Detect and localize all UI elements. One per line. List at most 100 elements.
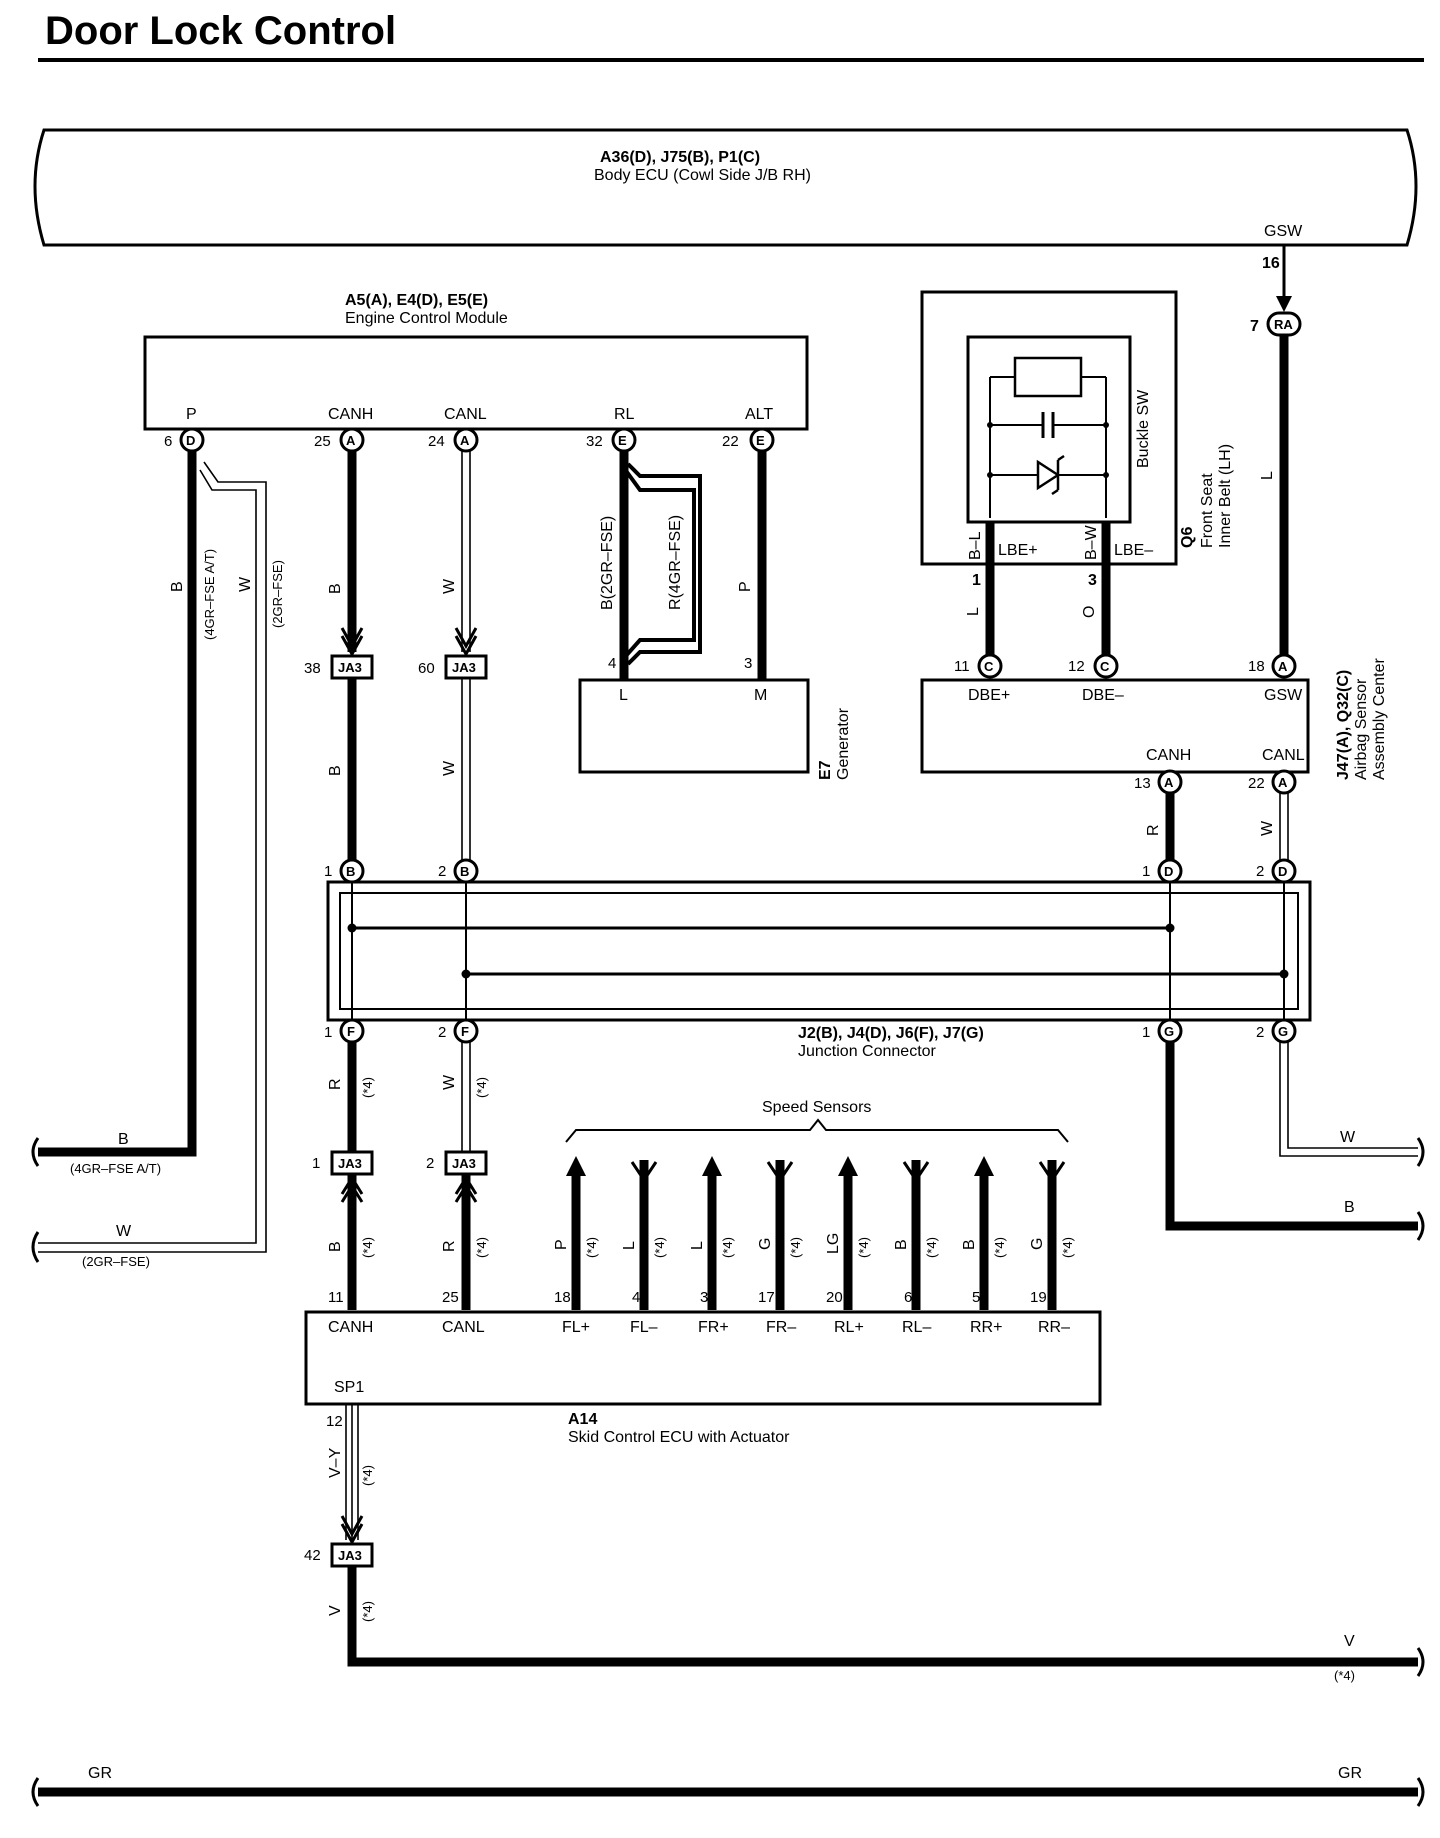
ecm-p-wire-note: (4GR–FSE A/T): [202, 549, 217, 640]
v-wire: [347, 1566, 1418, 1667]
left-w-break: [31, 1231, 40, 1263]
skid-term-2: FR+: [698, 1319, 729, 1336]
skid-sp1-pin: 12: [326, 1413, 343, 1430]
ja3-60: 60 JA3: [418, 654, 488, 680]
junction-f1-color: R: [327, 1078, 344, 1090]
ecm-pin-canh: 25 A: [314, 427, 365, 453]
junction-f2-color: W: [441, 1074, 458, 1090]
skid-term-5: RL–: [902, 1319, 931, 1336]
buckle-pin3: 3: [1088, 572, 1097, 589]
svg-text:2: 2: [1256, 863, 1264, 880]
airbag-canh-color: R: [1145, 824, 1162, 836]
speed-pin-3: 17: [758, 1289, 775, 1306]
skid-term-canl: CANL: [442, 1319, 485, 1336]
svg-text:13: 13: [1134, 775, 1151, 792]
junction-pin-d1: 1 D: [1142, 858, 1183, 884]
buckle-term2: LBE–: [1114, 542, 1153, 559]
junction-pin-g1: 1 G: [1142, 1018, 1183, 1044]
ja3-38: 38 JA3: [304, 654, 374, 680]
ecm-w-wire-color: W: [237, 576, 254, 592]
svg-text:2: 2: [1256, 1024, 1264, 1041]
speed-pin-6: 5: [972, 1289, 980, 1306]
svg-text:A: A: [346, 433, 356, 448]
junction-pin-b2: 2 B: [438, 858, 479, 884]
right-w-color: W: [1340, 1129, 1356, 1146]
buckle-sw-label: Buckle SW: [1135, 389, 1152, 468]
svg-text:B: B: [460, 864, 469, 879]
skid-canl-pin: 25: [442, 1289, 459, 1306]
junction-pin-f2: 2 F: [438, 1018, 479, 1044]
svg-text:2: 2: [438, 1024, 446, 1041]
svg-text:G: G: [1164, 1024, 1174, 1039]
svg-text:A: A: [460, 433, 470, 448]
v-wire-color: V: [327, 1605, 344, 1616]
gen-pin-m: 3: [744, 655, 752, 672]
svg-text:JA3: JA3: [338, 1548, 362, 1563]
buckle-outer-box: [920, 290, 1178, 566]
right-b-break: [1416, 1211, 1425, 1241]
ja3-2-wire-color: R: [441, 1240, 458, 1252]
speed-note-0: (*4): [584, 1237, 599, 1258]
left-b-color: B: [118, 1131, 129, 1148]
gsw-arrow: [1276, 296, 1292, 312]
speed-pin-1: 4: [632, 1289, 640, 1306]
ecm-pin-alt: 22 E: [722, 427, 775, 453]
svg-text:1: 1: [1142, 1024, 1150, 1041]
ecm-p-wire: [38, 451, 197, 1157]
buckle-inner-box: [966, 335, 1132, 524]
page-title: Door Lock Control: [45, 9, 396, 53]
ecm-pin-canl: 24 A: [428, 427, 479, 453]
generator-name: Generator: [835, 707, 852, 780]
skid-term-0: FL+: [562, 1319, 590, 1336]
buckle-name2: Inner Belt (LH): [1217, 444, 1234, 548]
ecm-term-canh: CANH: [328, 406, 373, 423]
ja3-2: 2 JA3: [426, 1150, 488, 1176]
speed-wires: [566, 1156, 1066, 1310]
svg-text:38: 38: [304, 660, 321, 677]
airbag-canl-color: W: [1259, 820, 1276, 836]
ra-conn-label: RA: [1274, 317, 1293, 332]
ecm-canl-color: W: [441, 578, 458, 594]
svg-text:12: 12: [1068, 658, 1085, 675]
gen-term-l: L: [619, 687, 628, 704]
buckle-pin1-wire: L: [965, 607, 982, 616]
speed-note-1: (*4): [652, 1237, 667, 1258]
body-ecu-name: Body ECU (Cowl Side J/B RH): [594, 167, 811, 184]
speed-pin-0: 18: [554, 1289, 571, 1306]
ecm-term-alt: ALT: [745, 406, 773, 423]
airbag-pin-22: 22 A: [1248, 769, 1297, 795]
svg-text:F: F: [461, 1024, 469, 1039]
svg-text:22: 22: [1248, 775, 1265, 792]
ra-wire-color: L: [1259, 471, 1276, 480]
svg-text:C: C: [984, 659, 994, 674]
junction-box: [326, 880, 1312, 1022]
skid-code: A14: [568, 1411, 597, 1428]
alt-wire-color: P: [737, 581, 754, 592]
speed-note-5: (*4): [924, 1237, 939, 1258]
body-ecu-code: A36(D), J75(B), P1(C): [600, 149, 760, 166]
ecm-w-wire-inner: [38, 461, 267, 1253]
gen-term-m: M: [754, 687, 767, 704]
speed-note-2: (*4): [720, 1237, 735, 1258]
airbag-pin-12: 12 C: [1068, 653, 1119, 679]
buckle-pin1: 1: [972, 572, 981, 589]
speed-note-4: (*4): [856, 1237, 871, 1258]
ja3-2-wire-note: (*4): [474, 1237, 489, 1258]
ja3-1-arrow2: [340, 1183, 364, 1203]
skid-term-6: RR+: [970, 1319, 1002, 1336]
v-wire-note: (*4): [360, 1601, 375, 1622]
junction-pin-f1: 1 F: [324, 1018, 365, 1044]
junction-dot-2: [1165, 923, 1175, 933]
speed-wire-4: LG: [825, 1233, 842, 1254]
speed-wire-3: G: [757, 1238, 774, 1250]
junction-name: Junction Connector: [798, 1043, 937, 1060]
buckle-switch-symbol: [987, 356, 1109, 518]
speed-note-3: (*4): [788, 1237, 803, 1258]
junction-dot-1: [347, 923, 357, 933]
left-w-note: (2GR–FSE): [82, 1254, 150, 1269]
airbag-term-gsw: GSW: [1264, 687, 1303, 704]
skid-name: Skid Control ECU with Actuator: [568, 1429, 790, 1446]
svg-text:1: 1: [324, 1024, 332, 1041]
speed-pin-7: 19: [1030, 1289, 1047, 1306]
airbag-pin-13: 13 A: [1134, 769, 1183, 795]
